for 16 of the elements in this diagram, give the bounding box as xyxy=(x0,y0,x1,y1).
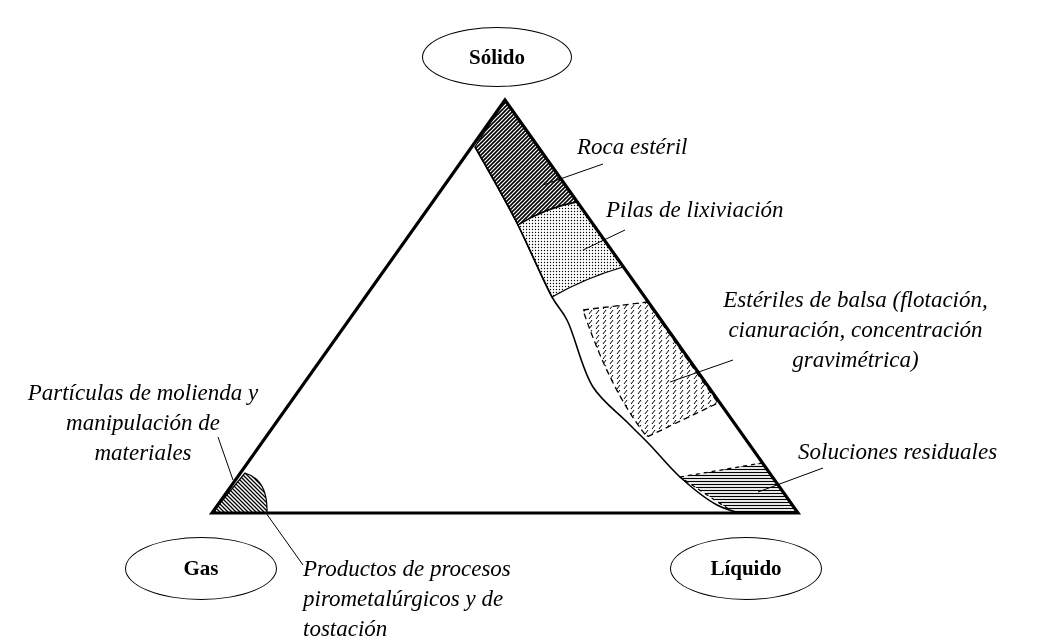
callout-label: Pilas de lixiviación xyxy=(606,197,784,222)
leader-line xyxy=(582,229,626,251)
callout-label: Estériles de balsa (flotación, cianuración, concentración gravimétrica) xyxy=(723,287,988,372)
phase-label: Líquido xyxy=(710,556,782,581)
leader-line xyxy=(217,436,234,481)
callout-label: Soluciones residuales xyxy=(798,439,998,464)
leader-line xyxy=(265,512,304,566)
hatched-band-region xyxy=(582,301,719,438)
callout-label: Productos de procesos pirometalúrgicos y de tostación xyxy=(303,556,511,641)
phase-label: Gas xyxy=(183,556,219,581)
leader-line xyxy=(669,359,734,383)
leader-line xyxy=(542,163,604,186)
callout-label: Roca estéril xyxy=(577,134,688,159)
phase-label: Sólido xyxy=(469,44,525,70)
leader-line xyxy=(757,467,824,493)
callout-label: Partículas de molienda y manipulación de materiales xyxy=(27,380,259,465)
